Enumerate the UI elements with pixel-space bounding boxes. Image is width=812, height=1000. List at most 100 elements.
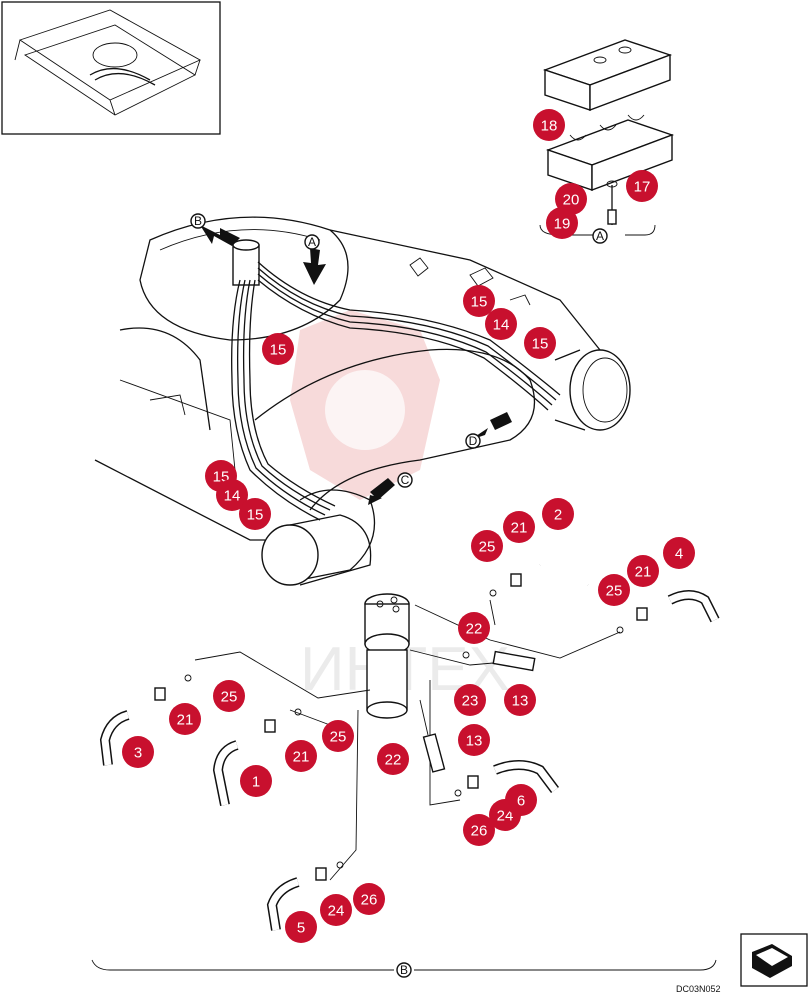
callout-circle [627,555,659,587]
callout-circle [216,479,248,511]
callout-circle [503,511,535,543]
clamp-assembly: A [539,39,675,244]
callout-label: 18 [541,118,558,135]
orientation-symbol [740,933,808,987]
view-ref-D [465,433,481,449]
callout-circle [504,684,536,716]
callout-15: 15 [239,498,271,530]
callout-label: 14 [224,488,241,505]
callout-label: 26 [361,892,378,909]
callout-circle [463,285,495,317]
leader-lines: B [91,599,717,978]
callout-label: 22 [466,621,483,638]
hose-bundles [231,261,561,521]
callout-label: 15 [532,336,549,353]
callout-circle [169,703,201,735]
callout-15: 15 [463,285,495,317]
callout-22: 22 [458,612,490,644]
callout-label: 21 [293,749,310,766]
callout-label: 22 [385,752,402,769]
callout-circle [353,883,385,915]
view-ref-A-lower-label: A [596,229,604,243]
callout-25: 25 [598,574,630,606]
callout-label: 25 [330,729,347,746]
callout-circle [463,814,495,846]
callout-2: 2 [542,498,574,530]
callout-circle [320,894,352,926]
callout-label: 15 [471,294,488,311]
travel-motor-right [569,349,631,431]
callout-label: 21 [177,712,194,729]
callout-circle [626,170,658,202]
view-ref-A-lower [592,228,608,244]
callout-21: 21 [627,555,659,587]
callout-25: 25 [471,530,503,562]
view-ref-B-top [190,213,206,229]
callout-24: 24 [320,894,352,926]
callout-25: 25 [213,680,245,712]
callout-circle [122,736,154,768]
callout-circle [262,333,294,365]
travel-motor-left [261,524,319,586]
callout-circle [598,574,630,606]
arrow-A [303,248,326,285]
callout-circle [377,743,409,775]
direction-arrows: B A D C [190,213,512,505]
callout-circle [546,207,578,239]
swivel-joint-top [232,244,260,286]
view-ref-B-bottom-label: B [400,963,408,977]
callout-label: 15 [247,507,264,524]
callout-circle [458,612,490,644]
callout-label: 6 [517,793,525,810]
callout-14: 14 [485,308,517,340]
callout-21: 21 [285,740,317,772]
callout-label: 5 [297,920,305,937]
callout-label: 26 [471,823,488,840]
view-ref-D-label: D [469,434,478,448]
callout-22: 22 [377,743,409,775]
callout-21: 21 [169,703,201,735]
callout-20: 20 [555,183,587,215]
callout-26: 26 [353,883,385,915]
callout-circle [322,720,354,752]
arrow-D [470,412,512,440]
callout-label: 25 [479,539,496,556]
view-ref-C [397,472,413,488]
callout-label: 21 [511,520,528,537]
arrow-C [368,478,395,505]
callout-15: 15 [524,327,556,359]
callout-circle [663,537,695,569]
callout-circle [240,765,272,797]
drawing-code: DC03N052 [676,984,721,994]
callout-14: 14 [216,479,248,511]
callout-circle [454,684,486,716]
callout-circle [542,498,574,530]
view-ref-A-top [304,234,320,250]
callout-label: 14 [493,317,510,334]
callout-label: 21 [635,564,652,581]
fittings [99,556,720,931]
callout-18: 18 [533,109,565,141]
callout-label: 25 [221,689,238,706]
callout-13: 13 [458,724,490,756]
callout-label: 19 [554,216,571,233]
callout-label: 15 [270,342,287,359]
callout-6: 6 [505,784,537,816]
callout-23: 23 [454,684,486,716]
callout-13: 13 [504,684,536,716]
callout-circle [555,183,587,215]
callout-25: 25 [322,720,354,752]
callout-circle [533,109,565,141]
callout-label: 20 [563,192,580,209]
callout-4: 4 [663,537,695,569]
callout-label: 1 [252,774,260,791]
callout-label: 24 [497,808,514,825]
callout-circle [239,498,271,530]
watermark-gear-hole [325,370,405,450]
callout-circle [213,680,245,712]
callout-label: 13 [466,733,483,750]
callout-circle [285,911,317,943]
callout-17: 17 [626,170,658,202]
view-ref-A-top-label: A [308,235,316,249]
